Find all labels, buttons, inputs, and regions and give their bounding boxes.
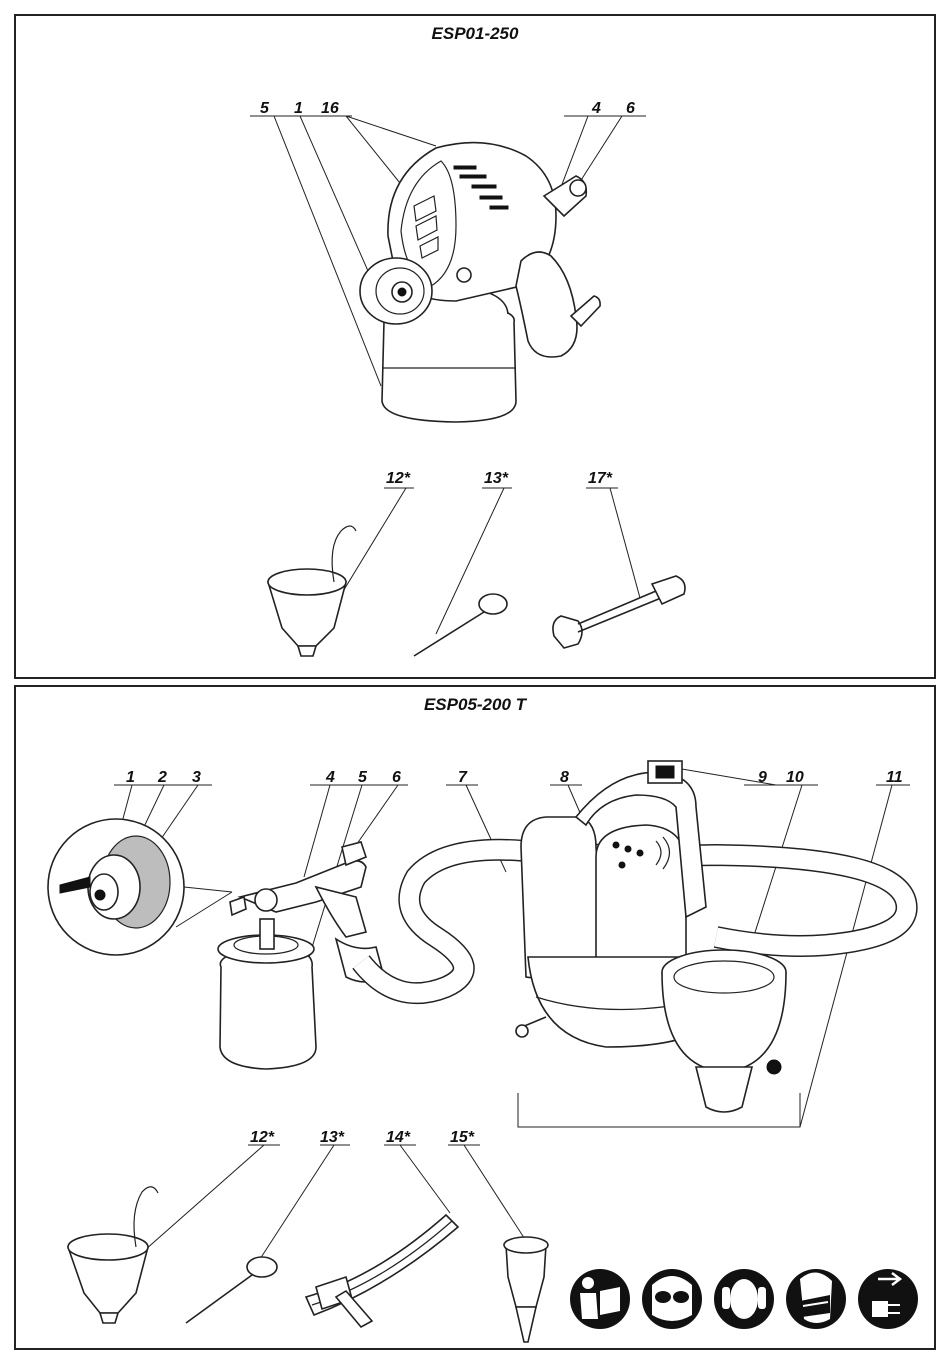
nozzle-detail-circle <box>48 819 232 955</box>
safety-goggles-icon <box>642 1269 702 1329</box>
label-13: 13* <box>320 1129 345 1146</box>
label-7: 7 <box>458 769 468 786</box>
label-16: 16 <box>321 100 339 117</box>
read-manual-icon <box>570 1269 630 1329</box>
label-5: 5 <box>358 769 368 786</box>
label-2: 2 <box>157 769 167 786</box>
label-4: 4 <box>591 100 601 117</box>
label-5: 5 <box>260 100 270 117</box>
label-17: 17* <box>588 470 613 487</box>
cleaning-needle-bottom <box>186 1257 277 1323</box>
shoulder-strap <box>306 1215 458 1327</box>
label-13: 13* <box>484 470 509 487</box>
label-10: 10 <box>786 769 804 786</box>
label-12: 12* <box>250 1129 275 1146</box>
diagram-esp01-250: 5 1 16 4 6 12* 13* 17* <box>16 16 934 677</box>
spray-gun-esp05 <box>218 842 384 1069</box>
label-14: 14* <box>386 1129 411 1146</box>
panel-esp05-200t: ESP05-200 T 1 2 3 4 5 6 7 8 9 10 11 <box>14 685 936 1350</box>
label-3: 3 <box>192 769 201 786</box>
label-8: 8 <box>560 769 569 786</box>
ear-protection-icon <box>714 1269 774 1329</box>
viscosity-cup-top <box>268 526 356 656</box>
label-6: 6 <box>626 100 635 117</box>
label-11: 11 <box>886 769 903 786</box>
unplug-icon <box>858 1269 918 1329</box>
label-6: 6 <box>392 769 401 786</box>
safety-icons <box>570 1269 918 1329</box>
nozzle-extension-top <box>553 576 685 648</box>
face-mask-icon <box>786 1269 846 1329</box>
viscosity-cup-bottom <box>68 1187 158 1323</box>
label-15: 15* <box>450 1129 475 1146</box>
cleaning-needle-top <box>414 594 507 656</box>
label-1: 1 <box>294 100 303 117</box>
adapter-nozzle <box>504 1237 548 1342</box>
spray-gun-esp01 <box>360 143 600 422</box>
label-4: 4 <box>325 769 335 786</box>
diagram-esp05-200t: 1 2 3 4 5 6 7 8 9 10 11 12* 13* 14* 15* <box>16 687 934 1348</box>
panel-esp01-250: ESP01-250 5 1 16 4 6 12* 13* 17* <box>14 14 936 679</box>
label-1: 1 <box>126 769 135 786</box>
label-12: 12* <box>386 470 411 487</box>
